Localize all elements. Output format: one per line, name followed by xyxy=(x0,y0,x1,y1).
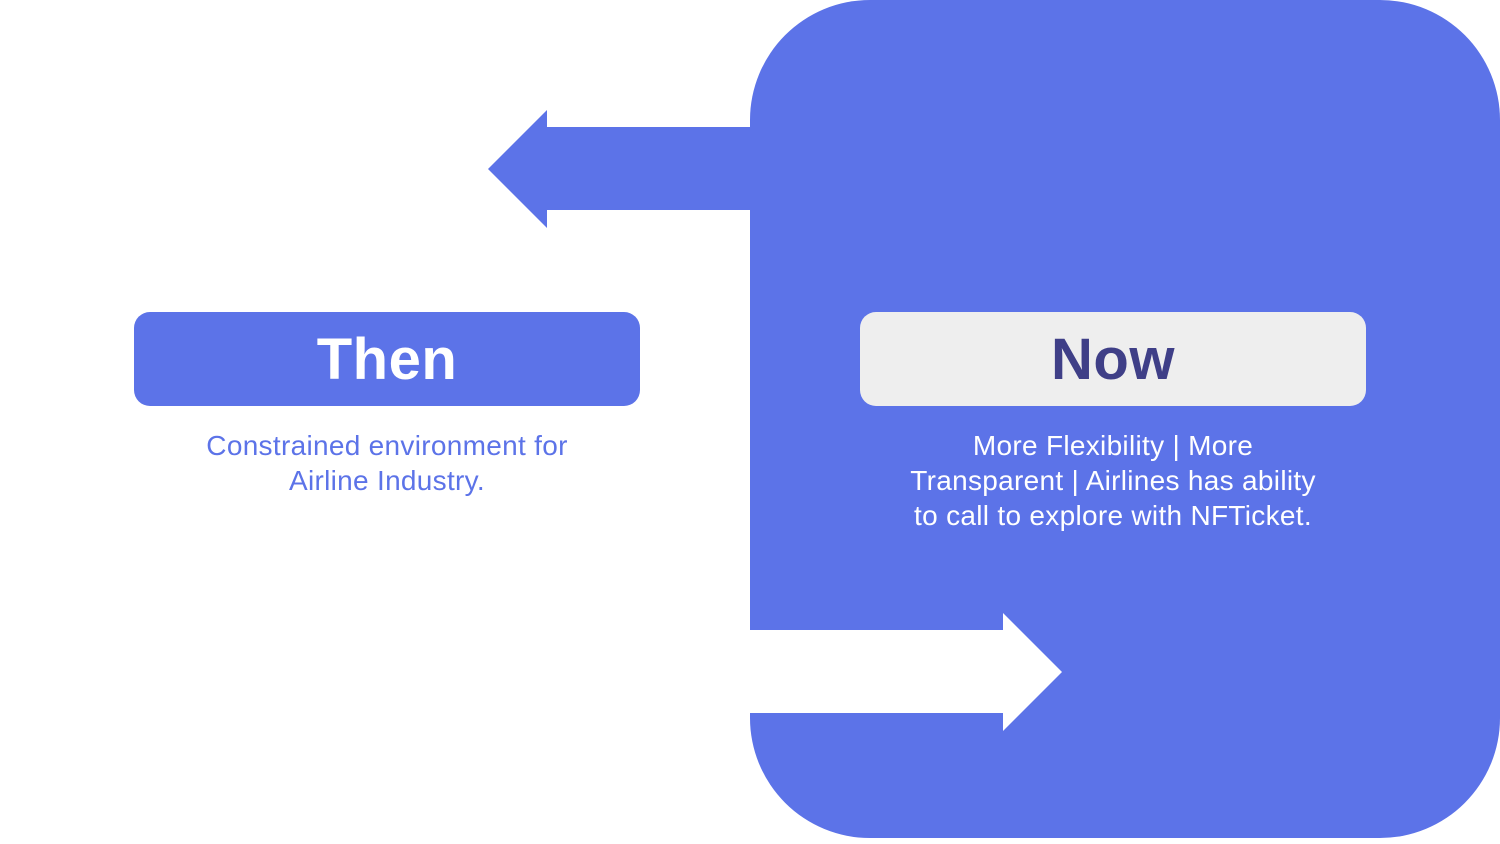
arrow-right-icon xyxy=(750,613,1062,731)
then-description-line: Constrained environment for xyxy=(206,430,568,461)
now-description-line: Transparent | Airlines has ability xyxy=(910,465,1316,496)
now-description-line: More Flexibility | More xyxy=(972,430,1254,461)
arrow-left-icon xyxy=(488,110,750,228)
then-description: Constrained environment for Airline Indu… xyxy=(134,428,640,498)
then-description-line: Airline Industry. xyxy=(289,465,485,496)
now-description: More Flexibility | More Transparent | Ai… xyxy=(860,428,1366,533)
now-description-line: to call to explore with NFTicket. xyxy=(914,500,1312,531)
now-label: Now xyxy=(860,312,1366,406)
now-panel xyxy=(750,0,1500,838)
then-label: Then xyxy=(134,312,640,406)
